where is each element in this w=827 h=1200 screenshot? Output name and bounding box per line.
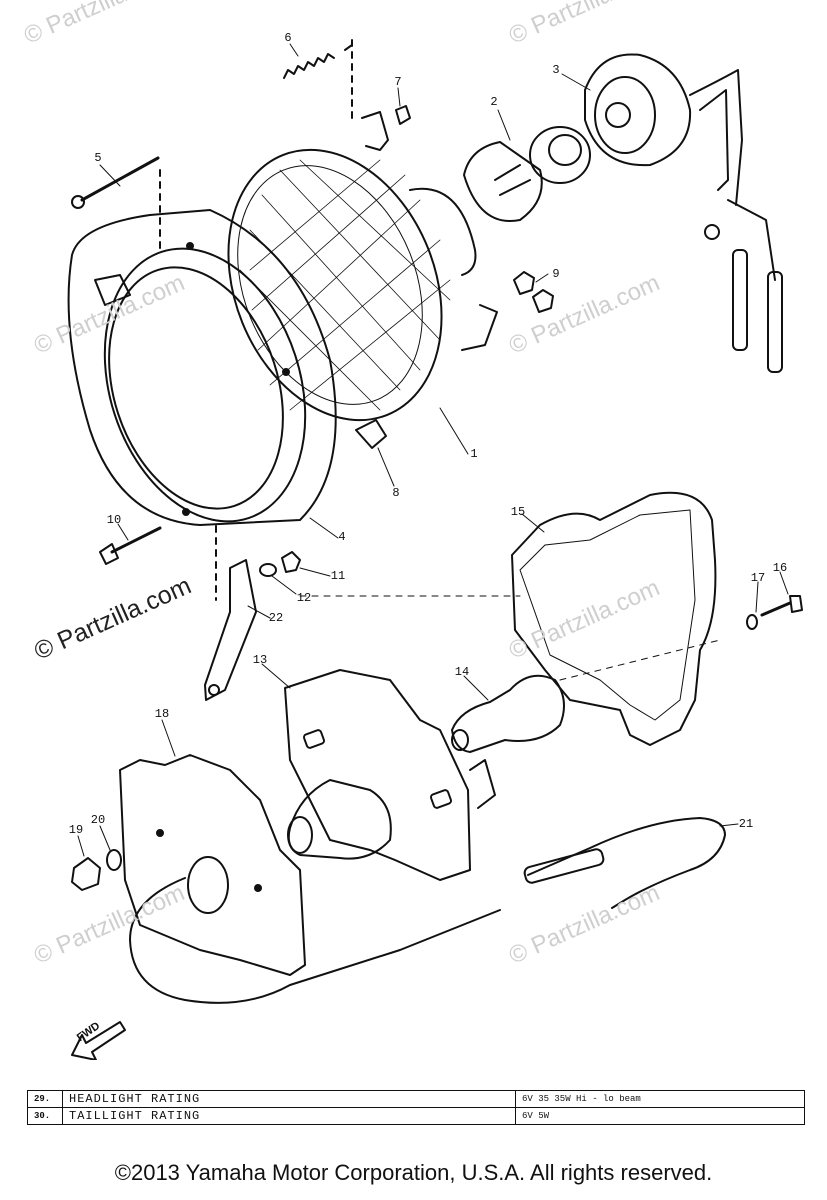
callout-4: 4 (338, 530, 346, 544)
headlight-bulb (463, 126, 591, 222)
callout-11: 11 (330, 569, 346, 583)
stay-bracket (204, 525, 521, 701)
rating-number: 29. (27, 1090, 63, 1108)
gasket-plate (119, 754, 306, 976)
callout-1: 1 (470, 447, 478, 461)
lens-screw (746, 595, 803, 630)
rating-table: 29. HEADLIGHT RATING 6V 35 35W Hi - lo b… (27, 1090, 805, 1125)
taillight-lens (511, 491, 721, 746)
callout-14: 14 (454, 665, 470, 679)
forward-arrow (71, 1021, 126, 1061)
callout-6: 6 (284, 31, 292, 45)
rating-value: 6V 5W (515, 1107, 805, 1125)
rim-screw (71, 156, 161, 251)
bolt-8 (355, 419, 387, 449)
callout-22: 22 (268, 611, 284, 625)
callout-5: 5 (94, 151, 102, 165)
headlight-rim (67, 209, 337, 526)
callout-19: 19 (68, 823, 84, 837)
callout-15: 15 (510, 505, 526, 519)
leader-lines (77, 43, 789, 857)
nuts-9 (513, 271, 554, 313)
callout-2: 2 (490, 95, 498, 109)
callout-8: 8 (392, 486, 400, 500)
callout-17: 17 (750, 571, 766, 585)
exploded-view-drawing (67, 39, 803, 1061)
callout-21: 21 (738, 817, 754, 831)
callout-3: 3 (552, 63, 560, 77)
callout-16: 16 (772, 561, 788, 575)
taillight-bulb (451, 674, 565, 753)
callout-18: 18 (154, 707, 170, 721)
parts-diagram: © Partzilla.com © Partzilla.com © Partzi… (20, 0, 803, 1061)
bulb-socket (584, 53, 783, 373)
nut-19 (71, 849, 122, 891)
copyright-notice: ©2013 Yamaha Motor Corporation, U.S.A. A… (114, 1160, 713, 1185)
callout-7: 7 (394, 75, 402, 89)
callout-9: 9 (552, 267, 560, 281)
rating-value: 6V 35 35W Hi - lo beam (515, 1090, 805, 1108)
callout-13: 13 (252, 653, 268, 667)
rating-label: TAILLIGHT RATING (62, 1107, 516, 1125)
rating-number: 30. (27, 1107, 63, 1125)
taillight-base (284, 669, 496, 881)
rating-label: HEADLIGHT RATING (62, 1090, 516, 1108)
spring (283, 39, 353, 121)
callout-12: 12 (296, 591, 312, 605)
callout-10: 10 (106, 513, 122, 527)
table-row: 30. TAILLIGHT RATING 6V 5W (27, 1107, 805, 1125)
taillight-cord (129, 817, 726, 1004)
sealed-beam-unit (227, 148, 498, 422)
adjust-bracket (361, 105, 411, 151)
callout-20: 20 (90, 813, 106, 827)
table-row: 29. HEADLIGHT RATING 6V 35 35W Hi - lo b… (27, 1090, 805, 1108)
bolt-10 (99, 526, 162, 565)
